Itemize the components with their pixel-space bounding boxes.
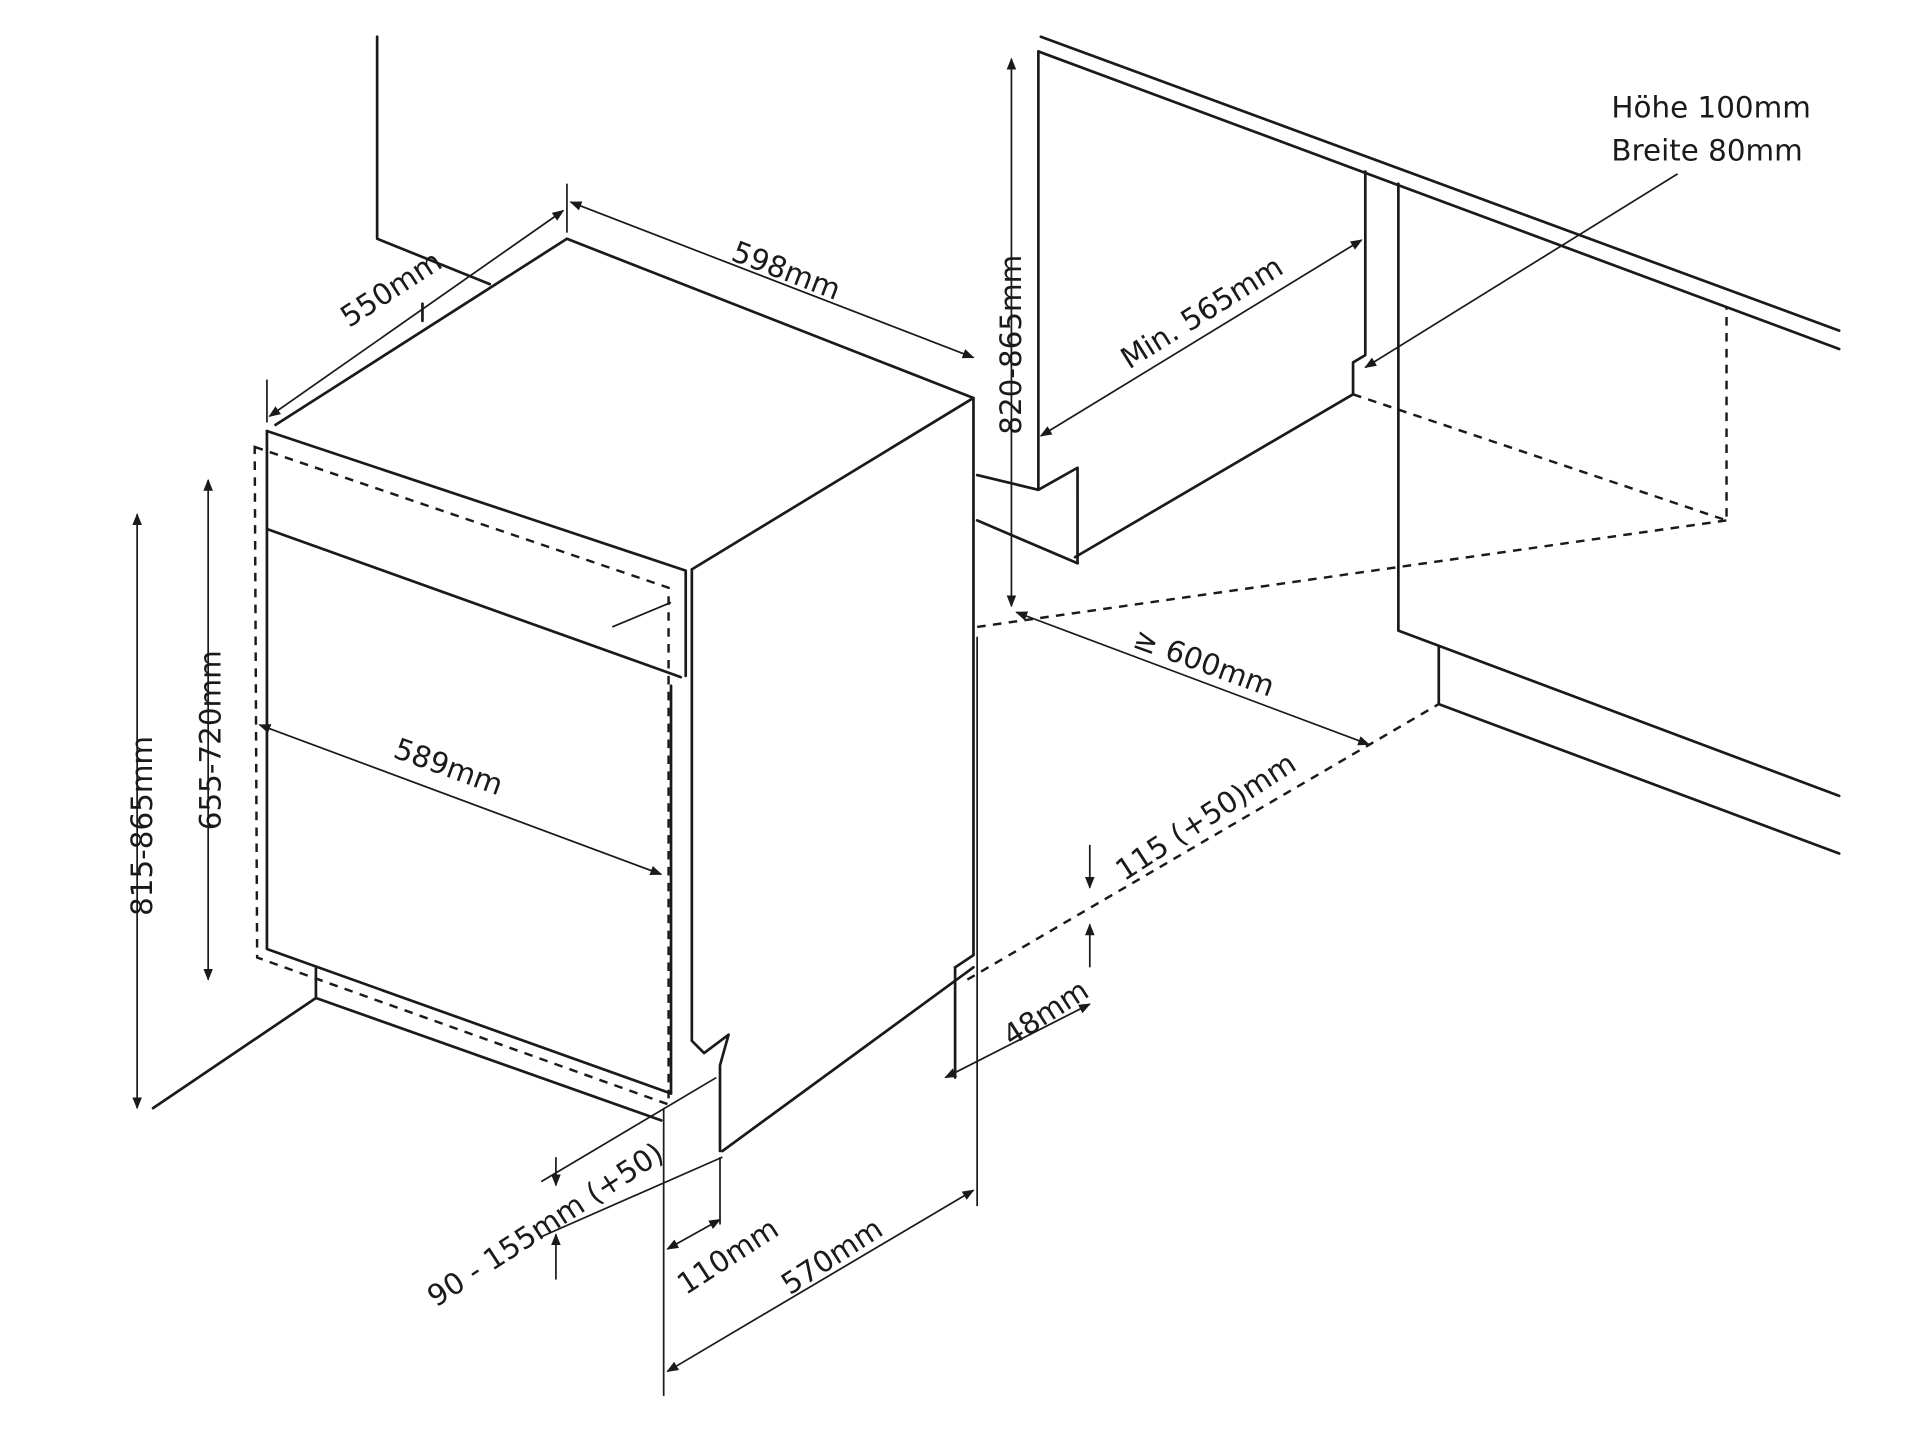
label-door-height: 655-720mm [193, 650, 227, 830]
label-foot-depth: 110mm [671, 1211, 785, 1301]
dimension-lines [132, 57, 1679, 1396]
label-plinth-height: 90 - 155mm (+50) [421, 1136, 669, 1314]
right-cabinet [953, 35, 1841, 1079]
label-depth-top: 550mm [334, 244, 448, 334]
label-niche-height: 820-865mm [994, 255, 1028, 435]
label-plinth-setback: 48mm [997, 973, 1095, 1053]
label-plinth-right: 115 (+50)mm [1109, 746, 1302, 888]
label-door-width: 589mm [389, 731, 507, 802]
label-niche-depth: Min. 565mm [1115, 249, 1289, 375]
label-total-height: 815-865mm [125, 736, 159, 916]
label-vent-height: Höhe 100mm [1611, 91, 1810, 125]
label-body-depth: 570mm [775, 1211, 889, 1301]
label-vent-width: Breite 80mm [1611, 133, 1802, 167]
label-width-top: 598mm [727, 234, 845, 306]
